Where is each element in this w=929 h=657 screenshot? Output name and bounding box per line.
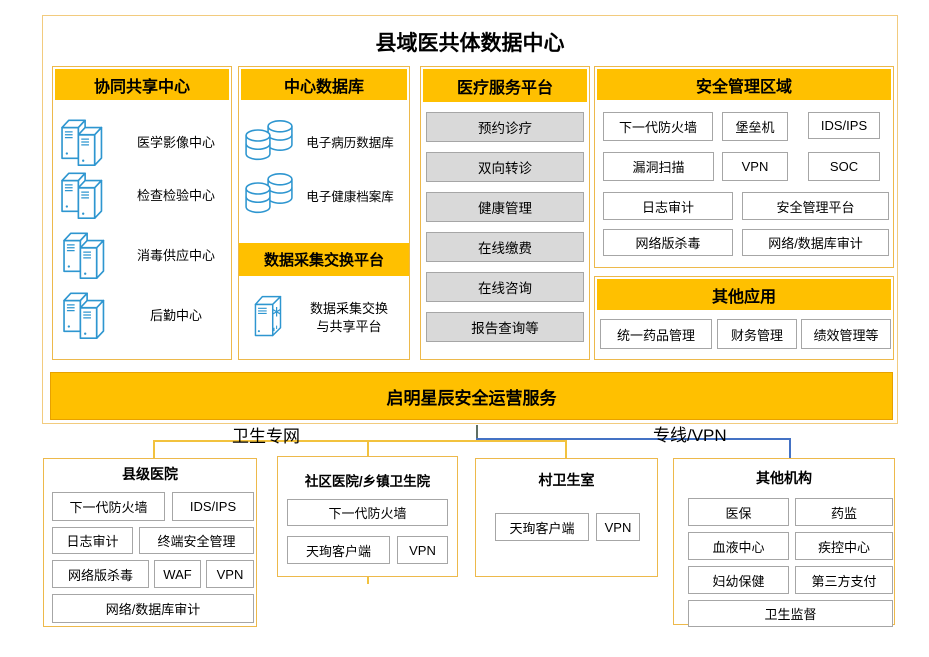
health-line-drop bbox=[367, 440, 369, 456]
other-app-item: 绩效管理等 bbox=[801, 319, 891, 349]
vpn-line-drop bbox=[789, 438, 791, 458]
security-zone-header: 安全管理区域 bbox=[597, 69, 891, 100]
other-org-item: 疾控中心 bbox=[795, 532, 893, 560]
exchange-platform-label: 数据采集交换 与共享平台 bbox=[292, 300, 406, 335]
other-app-item: 财务管理 bbox=[717, 319, 797, 349]
security-item: VPN bbox=[722, 152, 788, 181]
central-db-header: 中心数据库 bbox=[241, 69, 407, 100]
other-apps-header: 其他应用 bbox=[597, 279, 891, 310]
other-org-item: 血液中心 bbox=[688, 532, 789, 560]
community-item: 下一代防火墙 bbox=[287, 499, 448, 526]
county-item: 下一代防火墙 bbox=[52, 492, 165, 521]
other-orgs-header: 其他机构 bbox=[756, 470, 812, 486]
data-exchange-header: 数据采集交换平台 bbox=[239, 243, 409, 276]
other-org-item: 妇幼保健 bbox=[688, 566, 789, 594]
medical-service-item: 报告查询等 bbox=[426, 312, 584, 342]
security-item: 网络版杀毒 bbox=[603, 229, 733, 256]
collab-item-label: 消毒供应中心 bbox=[136, 247, 215, 263]
servers-icon bbox=[62, 289, 118, 339]
community-hospital-header: 社区医院/乡镇卫生院 bbox=[304, 474, 431, 489]
security-item: IDS/IPS bbox=[808, 112, 880, 139]
village-item: VPN bbox=[596, 513, 640, 541]
medical-service-item: 双向转诊 bbox=[426, 152, 584, 182]
community-item: 天珣客户端 bbox=[287, 536, 390, 564]
collab-item-label: 后勤中心 bbox=[149, 307, 202, 323]
page-title: 县域医共体数据中心 bbox=[375, 32, 565, 55]
trunk-line bbox=[476, 425, 478, 442]
county-item: 终端安全管理 bbox=[139, 527, 254, 554]
county-item: IDS/IPS bbox=[172, 492, 254, 521]
servers-icon bbox=[60, 169, 116, 219]
health-line-drop bbox=[153, 440, 155, 458]
security-item: SOC bbox=[808, 152, 880, 181]
county-item: 日志审计 bbox=[52, 527, 133, 554]
exchange-platform-line2: 与共享平台 bbox=[316, 318, 382, 334]
collab-center-header: 协同共享中心 bbox=[55, 69, 229, 100]
village-clinic-header: 村卫生室 bbox=[538, 472, 595, 488]
county-item: VPN bbox=[206, 560, 254, 588]
medical-service-item: 预约诊疗 bbox=[426, 112, 584, 142]
database-icon bbox=[243, 119, 295, 163]
security-ops-banner: 启明星辰安全运营服务 bbox=[50, 372, 893, 420]
security-item: 堡垒机 bbox=[722, 112, 788, 141]
security-item: 日志审计 bbox=[603, 192, 733, 220]
other-org-item: 卫生监督 bbox=[688, 600, 893, 627]
health-line-stub bbox=[367, 577, 369, 584]
vpn-line bbox=[476, 438, 791, 440]
vpn-link-label: 专线/VPN bbox=[653, 426, 727, 445]
county-hospital-header: 县级医院 bbox=[122, 466, 178, 482]
health-network-line bbox=[153, 440, 567, 442]
exchange-platform-line1: 数据采集交换 bbox=[309, 301, 388, 316]
collab-item-label: 检查检验中心 bbox=[136, 187, 215, 203]
other-org-item: 医保 bbox=[688, 498, 789, 526]
county-item: 网络版杀毒 bbox=[52, 560, 149, 588]
exchange-server-icon bbox=[252, 293, 290, 340]
servers-icon bbox=[62, 229, 118, 279]
county-item: 网络/数据库审计 bbox=[52, 594, 254, 623]
village-item: 天珣客户端 bbox=[495, 513, 589, 541]
security-item: 漏洞扫描 bbox=[603, 152, 714, 181]
security-item: 网络/数据库审计 bbox=[742, 229, 889, 256]
database-icon bbox=[243, 172, 295, 216]
health-line-drop bbox=[565, 440, 567, 458]
county-item: WAF bbox=[154, 560, 201, 588]
servers-icon bbox=[60, 116, 116, 166]
central-db-item-label: 电子健康档案库 bbox=[306, 189, 394, 204]
other-app-item: 统一药品管理 bbox=[600, 319, 712, 349]
health-network-label: 卫生专网 bbox=[232, 427, 300, 446]
medical-service-item: 健康管理 bbox=[426, 192, 584, 222]
medical-service-item: 在线咨询 bbox=[426, 272, 584, 302]
medical-platform-header: 医疗服务平台 bbox=[423, 69, 587, 102]
other-org-item: 第三方支付 bbox=[795, 566, 893, 594]
security-item: 下一代防火墙 bbox=[603, 112, 713, 141]
collab-item-label: 医学影像中心 bbox=[136, 134, 215, 150]
central-db-item-label: 电子病历数据库 bbox=[306, 135, 394, 150]
community-item: VPN bbox=[397, 536, 448, 564]
security-item: 安全管理平台 bbox=[742, 192, 889, 220]
other-org-item: 药监 bbox=[795, 498, 893, 526]
medical-service-item: 在线缴费 bbox=[426, 232, 584, 262]
